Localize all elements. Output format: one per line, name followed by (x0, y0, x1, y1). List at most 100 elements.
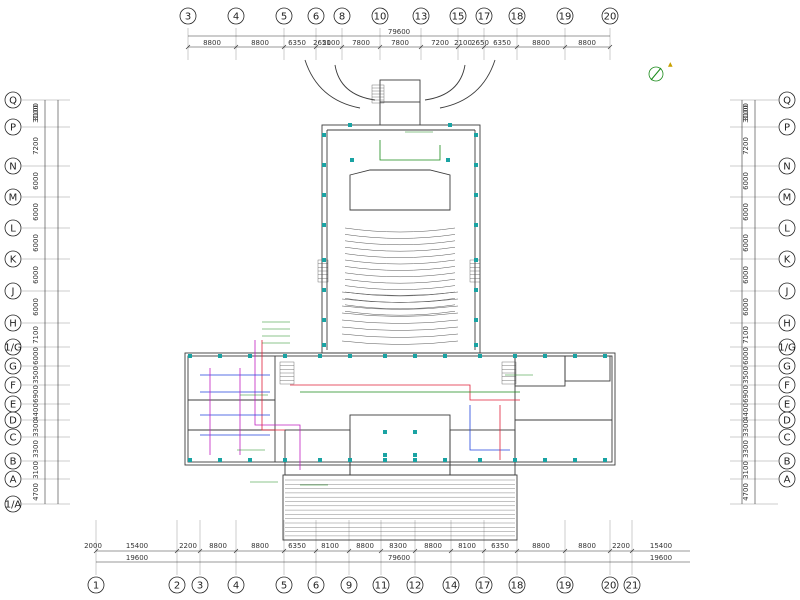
column-mark (350, 158, 354, 162)
column-mark (248, 458, 252, 462)
dimension-text: 2650 (313, 39, 331, 47)
dimension-text: 8800 (532, 39, 550, 47)
axis-bubble: 10 (371, 7, 389, 25)
dimension-text: 6350 (493, 39, 511, 47)
dimension-text: 3100 (742, 461, 750, 479)
column-mark (413, 458, 417, 462)
dimension-text: 3300 (742, 440, 750, 458)
axis-label: M (9, 193, 18, 204)
column-mark (474, 258, 478, 262)
axis-bubble: F (778, 376, 796, 394)
dimension-text: 7800 (391, 39, 409, 47)
column-mark (543, 458, 547, 462)
axis-label: 18 (511, 12, 524, 23)
auditorium-seating (341, 227, 459, 345)
dimension-text: 6350 (288, 39, 306, 47)
column-mark (283, 354, 287, 358)
axis-bubble: P (778, 118, 796, 136)
axis-label: 6 (313, 12, 319, 23)
dimension-text: 8300 (389, 542, 407, 550)
dimension-text: 7200 (32, 137, 40, 155)
column-mark (474, 318, 478, 322)
building-walls (184, 59, 616, 541)
axis-bubble: D (778, 411, 796, 429)
axis-bubble: L (4, 219, 22, 237)
dimension-text: 3100 (32, 461, 40, 479)
column-mark (478, 458, 482, 462)
axis-bubble: 5 (275, 7, 293, 25)
column-mark (218, 458, 222, 462)
column-mark (348, 123, 352, 127)
dimension-text: 19600 (126, 554, 148, 562)
axis-bubble: 1/A (4, 495, 21, 513)
dimension-text: 7100 (742, 326, 750, 344)
dimension-text: 6000 (742, 266, 750, 284)
axis-label: F (784, 381, 790, 392)
column-mark (474, 343, 478, 347)
column-mark (322, 288, 326, 292)
dimension-text: 8800 (532, 542, 550, 550)
axis-label: Q (9, 96, 17, 107)
axis-bubble: 17 (475, 576, 493, 594)
axis-bubble: 8 (333, 7, 351, 25)
axis-bubble: E (778, 395, 796, 413)
dimension-text: 6900 (32, 385, 40, 403)
axis-bubble: 6 (307, 576, 325, 594)
dimension-text: 7200 (742, 137, 750, 155)
axis-bubble: K (778, 250, 796, 268)
axis-bubble: M (4, 188, 22, 206)
column-mark (248, 354, 252, 358)
column-mark (348, 458, 352, 462)
axis-label: F (10, 381, 16, 392)
axis-label: 5 (281, 581, 287, 592)
column-mark (474, 223, 478, 227)
axis-label: G (9, 362, 17, 373)
axis-label: 20 (604, 581, 617, 592)
axis-bubble: 9 (340, 576, 358, 594)
axis-label: 19 (559, 12, 572, 23)
axis-label: K (10, 255, 17, 266)
dimension-text: 4700 (742, 483, 750, 501)
column-mark (573, 354, 577, 358)
column-mark (188, 458, 192, 462)
axis-bubble: 4 (227, 576, 245, 594)
axis-label: 4 (233, 12, 239, 23)
dimension-lines (44, 35, 756, 563)
column-mark (218, 354, 222, 358)
axis-bubble: G (778, 357, 796, 375)
dimension-text: 6000 (742, 172, 750, 190)
axis-bubble: 17 (475, 7, 493, 25)
axis-bubble: G (4, 357, 22, 375)
dimension-text: 8800 (203, 39, 221, 47)
column-mark (322, 163, 326, 167)
north-arrow-icon: ▲ (648, 61, 673, 82)
dimension-text: 2650 (471, 39, 489, 47)
axis-bubble: 12 (406, 576, 424, 594)
dimension-text: 6000 (742, 347, 750, 365)
axis-bubble: H (4, 314, 22, 332)
dimension-text: 15400 (650, 542, 672, 550)
axis-label: 10 (374, 12, 387, 23)
axis-bubble: E (4, 395, 22, 413)
dimension-text: 6000 (742, 298, 750, 316)
axis-label: G (783, 362, 791, 373)
axis-label: 11 (375, 581, 388, 592)
axis-bubble: Q (778, 91, 796, 109)
dimension-text: 8800 (424, 542, 442, 550)
axis-bubble: 3 (191, 576, 209, 594)
stairs (279, 84, 517, 385)
axis-bubble: L (778, 219, 796, 237)
dimension-text: 19600 (650, 554, 672, 562)
column-mark (474, 193, 478, 197)
axis-bubble: 15 (449, 7, 467, 25)
column-mark (474, 163, 478, 167)
dimension-text: 6000 (32, 298, 40, 316)
axis-bubble: 20 (601, 7, 619, 25)
axis-label: 14 (445, 581, 458, 592)
structural-columns (188, 123, 607, 462)
dimension-text: 6000 (32, 234, 40, 252)
column-mark (322, 318, 326, 322)
axis-label: N (783, 162, 790, 173)
axis-bubble: 14 (442, 576, 460, 594)
column-mark (478, 354, 482, 358)
